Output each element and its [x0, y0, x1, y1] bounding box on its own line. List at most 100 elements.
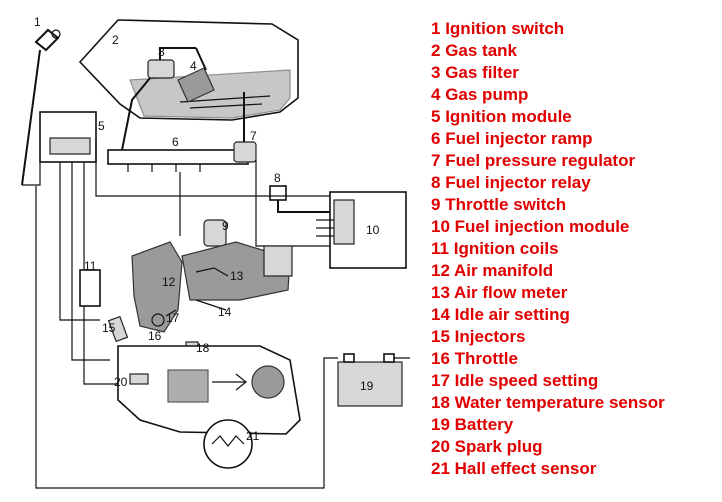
callout-2: 2: [112, 33, 119, 47]
legend-label: Gas tank: [445, 41, 518, 60]
legend-item: 14 Idle air setting: [431, 304, 665, 326]
legend-label: Idle air setting: [454, 305, 570, 324]
legend-label: Water temperature sensor: [454, 393, 665, 412]
component-legend: 1 Ignition switch 2 Gas tank 3 Gas filte…: [431, 18, 665, 480]
battery: [35, 186, 410, 489]
idle-speed-setting: [165, 309, 177, 317]
legend-item: 19 Battery: [431, 414, 665, 436]
legend-item: 1 Ignition switch: [431, 18, 665, 40]
legend-item: 4 Gas pump: [431, 84, 665, 106]
fuel-pressure-regulator: [233, 141, 257, 163]
legend-number: 21: [431, 459, 450, 478]
legend-label: Throttle switch: [445, 195, 567, 214]
gas-filter: [147, 47, 196, 79]
legend-item: 12 Air manifold: [431, 260, 665, 282]
legend-number: 17: [431, 371, 450, 390]
legend-item: 8 Fuel injector relay: [431, 172, 665, 194]
legend-item: 7 Fuel pressure regulator: [431, 150, 665, 172]
callout-4: 4: [190, 59, 197, 73]
callout-7: 7: [250, 129, 257, 143]
callout-17: 17: [166, 311, 180, 325]
legend-number: 18: [431, 393, 450, 412]
injectors: [107, 315, 129, 343]
legend-number: 6: [431, 129, 441, 148]
legend-number: 13: [431, 283, 450, 302]
legend-number: 15: [431, 327, 450, 346]
legend-item: 15 Injectors: [431, 326, 665, 348]
engine-block: [117, 345, 301, 435]
callout-1: 1: [34, 15, 41, 29]
callout-12: 12: [162, 275, 176, 289]
legend-item: 3 Gas filter: [431, 62, 665, 84]
legend-label: Hall effect sensor: [454, 459, 597, 478]
callout-8: 8: [274, 171, 281, 185]
callout-5: 5: [98, 119, 105, 133]
callout-13: 13: [230, 269, 244, 283]
legend-item: 9 Throttle switch: [431, 194, 665, 216]
legend-number: 7: [431, 151, 441, 170]
legend-label: Idle speed setting: [454, 371, 599, 390]
legend-label: Fuel injection module: [454, 217, 630, 236]
legend-number: 2: [431, 41, 441, 60]
legend-item: 6 Fuel injector ramp: [431, 128, 665, 150]
harness-wire: [95, 140, 330, 197]
legend-number: 20: [431, 437, 450, 456]
legend-label: Gas pump: [445, 85, 529, 104]
throttle: [151, 313, 165, 327]
legend-number: 1: [431, 19, 441, 38]
throttle-switch: [203, 219, 227, 247]
legend-label: Fuel injector relay: [445, 173, 591, 192]
legend-item: 11 Ignition coils: [431, 238, 665, 260]
legend-number: 3: [431, 63, 441, 82]
legend-item: 13 Air flow meter: [431, 282, 665, 304]
legend-number: 10: [431, 217, 450, 236]
hall-effect-sensor: [203, 419, 253, 469]
legend-number: 16: [431, 349, 450, 368]
fuel-injector-ramp: [107, 149, 249, 172]
legend-item: 20 Spark plug: [431, 436, 665, 458]
harness-wire: [255, 160, 330, 247]
ignition-coils: [79, 269, 101, 307]
legend-item: 16 Throttle: [431, 348, 665, 370]
legend-item: 5 Ignition module: [431, 106, 665, 128]
harness-wire: [83, 162, 120, 385]
legend-item: 17 Idle speed setting: [431, 370, 665, 392]
legend-number: 8: [431, 173, 441, 192]
callout-20: 20: [114, 375, 128, 389]
ignition-switch: [21, 28, 61, 186]
legend-label: Ignition coils: [453, 239, 559, 258]
legend-item: 21 Hall effect sensor: [431, 458, 665, 480]
callout-14: 14: [218, 305, 232, 319]
air-flow-meter: [181, 241, 293, 301]
legend-number: 5: [431, 107, 441, 126]
legend-number: 12: [431, 261, 450, 280]
callout-15: 15: [102, 321, 116, 335]
harness-wire: [59, 162, 100, 321]
fuel-supply-line: [121, 77, 151, 151]
gas-pump: [177, 47, 215, 103]
legend-item: 18 Water temperature sensor: [431, 392, 665, 414]
callout-9: 9: [222, 219, 229, 233]
callout-6: 6: [172, 135, 179, 149]
callout-3: 3: [158, 45, 165, 59]
legend-number: 4: [431, 85, 441, 104]
ignition-module: [39, 111, 97, 163]
legend-label: Air flow meter: [454, 283, 568, 302]
legend-number: 14: [431, 305, 450, 324]
legend-label: Throttle: [454, 349, 518, 368]
legend-label: Air manifold: [454, 261, 554, 280]
callout-18: 18: [196, 341, 210, 355]
fuel-injector-relay: [269, 185, 330, 213]
legend-number: 11: [431, 239, 449, 258]
callout-11: 11: [84, 259, 97, 273]
legend-label: Fuel pressure regulator: [445, 151, 636, 170]
harness-wire: [71, 162, 110, 361]
fuel-injection-module: [316, 191, 407, 269]
legend-label: Battery: [454, 415, 514, 434]
callout-19: 19: [360, 379, 374, 393]
harness-wire: [22, 162, 41, 186]
spark-plug: [129, 373, 149, 385]
legend-number: 9: [431, 195, 441, 214]
legend-item: 10 Fuel injection module: [431, 216, 665, 238]
